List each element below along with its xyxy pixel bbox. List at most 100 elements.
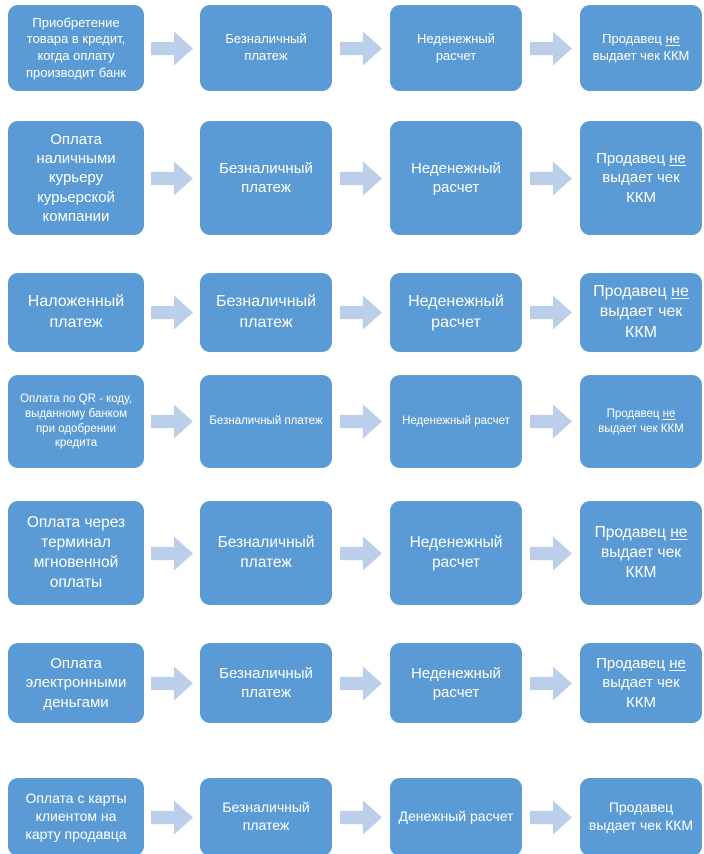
flow-row-4: Оплата по QR - коду, выданному банком пр…: [0, 375, 704, 468]
result-label: Продавец не выдает чек ККМ: [596, 655, 686, 711]
arrow-right-icon: [530, 295, 572, 330]
arrow-right-icon: [530, 30, 572, 66]
arrow-cell: [522, 778, 580, 854]
result-box: Продавец не выдает чек ККМ: [580, 5, 702, 91]
source-label: Приобретение товара в кредит, когда опла…: [25, 14, 127, 80]
arrow-cell: [332, 643, 390, 723]
arrow-cell: [522, 501, 580, 605]
source-box: Приобретение товара в кредит, когда опла…: [8, 5, 144, 91]
arrow-right-icon: [340, 295, 382, 330]
arrow-cell: [332, 375, 390, 468]
arrow-right-icon: [151, 799, 193, 835]
payment-type-box: Безналичный платеж: [200, 643, 332, 723]
source-box: Оплата наличными курьеру курьерской комп…: [8, 121, 144, 235]
settlement-type-box: Неденежный расчет: [390, 5, 522, 91]
arrow-right-icon: [340, 535, 382, 571]
payment-type-label: Безналичный платеж: [209, 415, 323, 428]
result-label: Продавец не выдает чек ККМ: [594, 524, 688, 581]
payment-type-box: Безналичный платеж: [200, 375, 332, 468]
flow-row-3: Наложенный платеж Безналичный платеж Нед…: [0, 273, 704, 352]
settlement-type-box: Неденежный расчет: [390, 501, 522, 605]
arrow-right-icon: [340, 404, 382, 439]
arrow-right-icon: [151, 404, 193, 439]
source-box: Оплата с карты клиентом на карту продавц…: [8, 778, 144, 854]
payment-type-box: Безналичный платеж: [200, 5, 332, 91]
flow-row-6: Оплата электронными деньгами Безналичный…: [0, 643, 704, 723]
arrow-cell: [522, 273, 580, 352]
flow-row-7: Оплата с карты клиентом на карту продавц…: [0, 778, 704, 854]
settlement-label: Неденежный расчет: [411, 159, 501, 196]
settlement-type-box: Неденежный расчет: [390, 121, 522, 235]
arrow-cell: [332, 778, 390, 854]
settlement-label: Денежный расчет: [398, 808, 514, 825]
flow-row-5: Оплата через терминал мгновенной оплаты …: [0, 501, 704, 605]
payment-type-label: Безналичный платеж: [219, 159, 313, 196]
arrow-cell: [144, 778, 200, 854]
source-label: Оплата наличными курьеру курьерской комп…: [36, 131, 116, 225]
source-label: Оплата по QR - коду, выданному банком пр…: [20, 393, 132, 450]
arrow-right-icon: [530, 665, 572, 701]
arrow-right-icon: [151, 535, 193, 571]
settlement-label: Неденежный расчет: [408, 293, 504, 331]
source-box: Оплата через терминал мгновенной оплаты: [8, 501, 144, 605]
settlement-type-box: Неденежный расчет: [390, 273, 522, 352]
payment-type-label: Безналичный платеж: [217, 534, 315, 571]
result-label: Продавец не выдает чек ККМ: [592, 31, 690, 63]
arrow-right-icon: [151, 295, 193, 330]
arrow-cell: [144, 643, 200, 723]
result-box: Продавец не выдает чек ККМ: [580, 273, 702, 352]
arrow-cell: [522, 5, 580, 91]
arrow-right-icon: [151, 160, 193, 196]
payment-type-box: Безналичный платеж: [200, 273, 332, 352]
source-label: Наложенный платеж: [27, 293, 125, 331]
result-box: Продавец не выдает чек ККМ: [580, 375, 702, 468]
source-label: Оплата электронными деньгами: [25, 655, 127, 711]
payment-type-label: Безналичный платеж: [225, 31, 307, 63]
source-box: Оплата электронными деньгами: [8, 643, 144, 723]
source-label: Оплата с карты клиентом на карту продавц…: [25, 790, 127, 842]
settlement-label: Неденежный расчет: [409, 534, 503, 571]
arrow-right-icon: [340, 799, 382, 835]
result-box: Продавец выдает чек ККМ: [580, 778, 702, 854]
payment-type-label: Безналичный платеж: [216, 293, 316, 331]
source-label: Оплата через терминал мгновенной оплаты: [26, 514, 126, 591]
settlement-type-box: Неденежный расчет: [390, 643, 522, 723]
payment-type-label: Безналичный платеж: [222, 799, 310, 833]
settlement-type-box: Денежный расчет: [390, 778, 522, 854]
payment-type-box: Безналичный платеж: [200, 121, 332, 235]
settlement-label: Неденежный расчет: [411, 664, 501, 701]
arrow-right-icon: [340, 665, 382, 701]
settlement-type-box: Неденежный расчет: [390, 375, 522, 468]
arrow-right-icon: [340, 160, 382, 196]
arrow-right-icon: [530, 799, 572, 835]
flow-row-1: Приобретение товара в кредит, когда опла…: [0, 5, 704, 91]
arrow-cell: [144, 5, 200, 91]
arrow-cell: [332, 121, 390, 235]
result-label: Продавец не выдает чек ККМ: [593, 282, 689, 341]
arrow-cell: [522, 375, 580, 468]
arrow-cell: [332, 501, 390, 605]
arrow-right-icon: [151, 665, 193, 701]
arrow-cell: [144, 121, 200, 235]
arrow-cell: [522, 643, 580, 723]
result-box: Продавец не выдает чек ККМ: [580, 501, 702, 605]
settlement-label: Неденежный расчет: [402, 415, 510, 428]
arrow-right-icon: [530, 404, 572, 439]
result-label: Продавец не выдает чек ККМ: [596, 150, 686, 206]
arrow-right-icon: [340, 30, 382, 66]
result-label: Продавец выдает чек ККМ: [588, 799, 694, 833]
source-box: Оплата по QR - коду, выданному банком пр…: [8, 375, 144, 468]
arrow-right-icon: [151, 30, 193, 66]
result-box: Продавец не выдает чек ККМ: [580, 643, 702, 723]
payment-type-label: Безналичный платеж: [219, 664, 313, 701]
result-box: Продавец не выдает чек ККМ: [580, 121, 702, 235]
result-label: Продавец не выдает чек ККМ: [598, 407, 684, 435]
arrow-right-icon: [530, 160, 572, 196]
arrow-right-icon: [530, 535, 572, 571]
flow-row-2: Оплата наличными курьеру курьерской комп…: [0, 121, 704, 235]
arrow-cell: [522, 121, 580, 235]
arrow-cell: [144, 501, 200, 605]
arrow-cell: [144, 273, 200, 352]
source-box: Наложенный платеж: [8, 273, 144, 352]
